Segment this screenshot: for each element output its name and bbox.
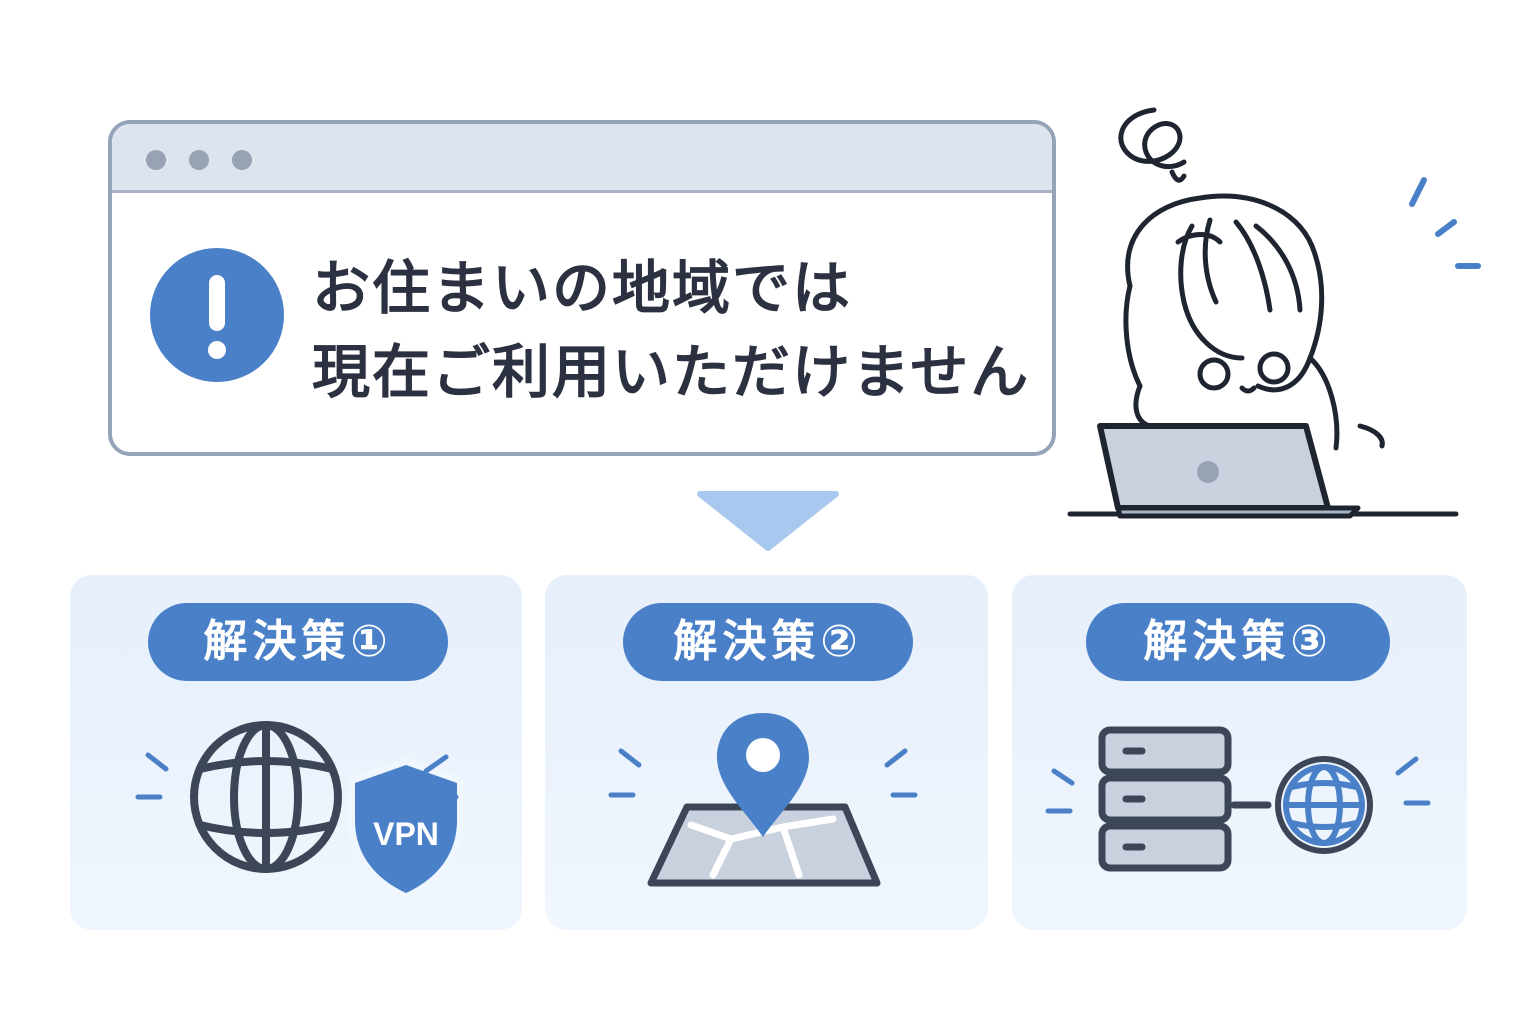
solution-card-2: 解決策② (545, 575, 988, 930)
window-titlebar (112, 124, 1052, 193)
solution-card-3: 解決策③ (1012, 575, 1467, 930)
message-line-1: お住まいの地域では (312, 254, 853, 322)
confused-person-laptop-icon (1067, 107, 1481, 519)
solution-label-1: 解決策① (148, 603, 448, 681)
globe-vpn-shield-icon: VPN (135, 721, 464, 900)
solution-card-1: 解決策① VPN (70, 575, 522, 930)
window-dot (189, 150, 209, 170)
server-globe-icon (1045, 726, 1431, 872)
unavailable-message: お住まいの地域では 現在ご利用いただけません (312, 246, 1030, 414)
down-arrow-icon (697, 491, 839, 551)
map-location-pin-icon (608, 713, 918, 887)
message-line-2: 現在ご利用いただけません (312, 338, 1031, 406)
solution-label-3: 解決策③ (1086, 603, 1390, 681)
exclamation-icon (150, 248, 284, 382)
vpn-badge-text: VPN (373, 816, 439, 852)
window-dot (232, 150, 252, 170)
solution-label-2: 解決策② (623, 603, 913, 681)
window-dot (146, 150, 166, 170)
browser-window: お住まいの地域では 現在ご利用いただけません (108, 120, 1056, 456)
